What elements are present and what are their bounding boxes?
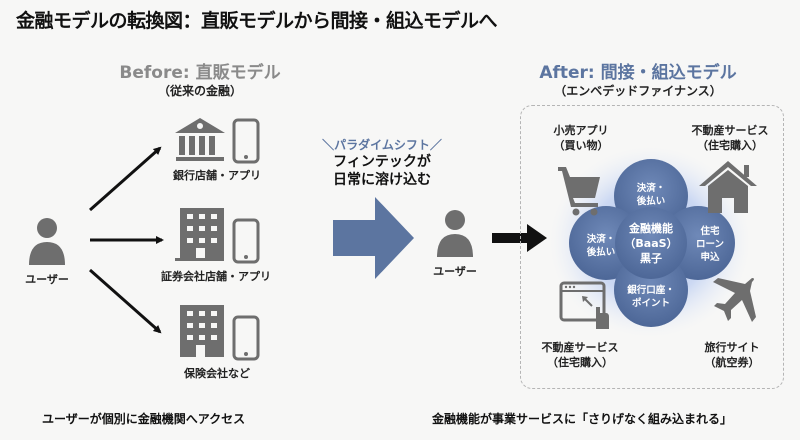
service-retail-title: 小売アプリ [553,124,609,137]
petal-left-text: 決済・ 後払い [576,233,626,259]
institution-label-bank: 銀行店舗・アプリ [173,169,261,182]
core-circle [615,207,687,279]
service-real-estate-bottom: 不動産サービス （住宅購入） [530,340,630,370]
office-building-icon [180,305,224,357]
institution-label-insurance: 保険会社など [184,367,250,380]
smartphone-icon [232,118,260,164]
service-real-estate-sub: （住宅購入） [697,139,763,152]
office-building-icon [175,208,224,261]
service-real-estate-sub: （住宅購入） [547,356,613,369]
service-retail-app: 小売アプリ （買い物） [536,123,626,153]
before-user-label: ユーザー [25,273,69,286]
paradigm-shift-arrow [333,197,414,279]
paradigm-shift-text: フィンテックが 日常に溶け込む [302,153,462,189]
petal-right-line2: ローン [695,239,725,250]
petal-right-line1: 住宅 [700,226,720,237]
service-real-estate-top: 不動産サービス （住宅購入） [680,123,780,153]
user-icon-after [437,210,473,257]
after-footer: 金融機能が事業サービスに「さりげなく組み込まれる」 [432,412,733,426]
petal-right-line3: 申込 [700,252,720,263]
arrow-to-services [492,224,547,252]
arrow-to-insurance [89,268,162,334]
petal-left-line2: 後払い [586,247,616,258]
service-travel-site: 旅行サイト （航空券） [692,340,772,370]
petal-left-line1: 決済・ [586,234,616,245]
bank-icon [175,118,225,161]
service-travel-title: 旅行サイト [704,341,760,354]
after-heading: After: 間接・組込モデル [539,63,737,83]
petal-top-text: 決済・ 後払い [621,182,681,208]
petal-top-line1: 決済・ [636,183,666,194]
embedded-services-panel [520,105,784,389]
after-user-label: ユーザー [433,265,477,278]
browser-click-icon [559,281,609,329]
petal-bottom-line1: 銀行口座・ [627,285,675,296]
shift-line-2: 日常に溶け込む [333,172,431,188]
diagram-title: 金融モデルの転換図：直販モデルから間接・組込モデルへ [16,10,498,32]
arrow-to-bank [89,146,162,212]
smartphone-icon [232,218,260,264]
service-travel-sub: （航空券） [704,356,760,369]
core-line3: 黒子 [640,252,662,265]
shopping-cart-icon [558,167,600,216]
petal-bottom-text: 銀行口座・ ポイント [616,284,686,310]
airplane-icon [713,278,756,322]
service-real-estate-title: 不動産サービス [541,341,619,354]
before-footer: ユーザーが個別に金融機関へアクセス [42,412,246,426]
institution-label-securities: 証券会社店舗・アプリ [161,270,271,283]
user-icon-before [29,218,65,265]
petal-bottom-line2: ポイント [631,298,670,309]
shift-line-1: フィンテックが [333,154,431,170]
before-heading: Before: 直販モデル [119,63,281,83]
core-line2: （BaaS） [624,237,678,250]
paradigm-shift-tag: ＼パラダイムシフト／ [322,138,442,152]
core-text: 金融機能 （BaaS） 黒子 [616,221,686,266]
house-icon [699,161,757,213]
after-subheading: （エンベデッドファイナンス） [554,84,722,98]
service-real-estate-title: 不動産サービス [691,124,769,137]
petal-top-line2: 後払い [636,196,666,207]
petal-right-text: 住宅 ローン 申込 [688,225,732,264]
before-subheading: （従来の金融） [157,84,242,98]
smartphone-icon [232,315,260,361]
core-line1: 金融機能 [629,222,673,235]
service-retail-sub: （買い物） [553,139,609,152]
